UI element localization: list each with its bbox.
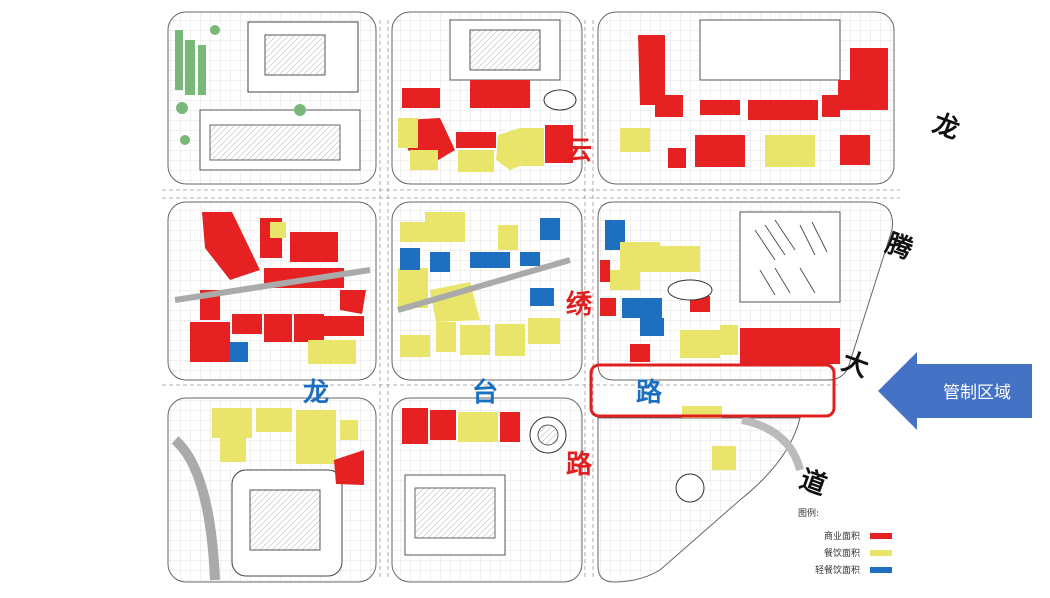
controlled-zone-callout: 管制区域: [876, 352, 1036, 430]
legend-swatch-red: [870, 532, 892, 539]
block-top-right: [597, 11, 895, 185]
road-label-tai: 台: [472, 378, 499, 408]
block-bottom-middle: [391, 397, 583, 583]
block-bottom-right: [597, 406, 804, 583]
legend-label: 餐饮面积: [823, 549, 860, 559]
road-lines: [162, 20, 900, 580]
legend-title: 图例:: [798, 509, 820, 519]
road-label-lu-yunxiu: 路: [566, 450, 593, 480]
controlled-zone-arrow: [878, 352, 1032, 430]
legend-swatch-blue: [870, 566, 892, 573]
road-label-long-longtai: 龙: [303, 378, 330, 408]
road-label-yun: 云: [566, 136, 593, 166]
road-label-xiu: 绣: [566, 290, 593, 320]
road-label-lu-longtai: 路: [636, 378, 663, 408]
legend: 图例: 商业面积 餐饮面积 轻餐饮面积: [798, 506, 892, 578]
block-mid-middle: [391, 201, 583, 381]
block-bottom-left: [167, 397, 377, 583]
legend-item-dining: 餐饮面积: [798, 544, 892, 561]
legend-item-light-dining: 轻餐饮面积: [798, 561, 892, 578]
block-mid-left: [167, 201, 377, 381]
controlled-zone-highlight: [589, 363, 836, 418]
block-mid-right: [597, 201, 893, 381]
legend-label: 轻餐饮面积: [814, 566, 860, 576]
legend-swatch-yellow: [870, 549, 892, 556]
block-top-left: [167, 11, 377, 185]
controlled-zone-label: 管制区域: [943, 383, 1011, 403]
block-top-middle: [391, 11, 583, 185]
legend-label: 商业面积: [823, 532, 860, 542]
legend-item-commercial: 商业面积: [798, 527, 892, 544]
